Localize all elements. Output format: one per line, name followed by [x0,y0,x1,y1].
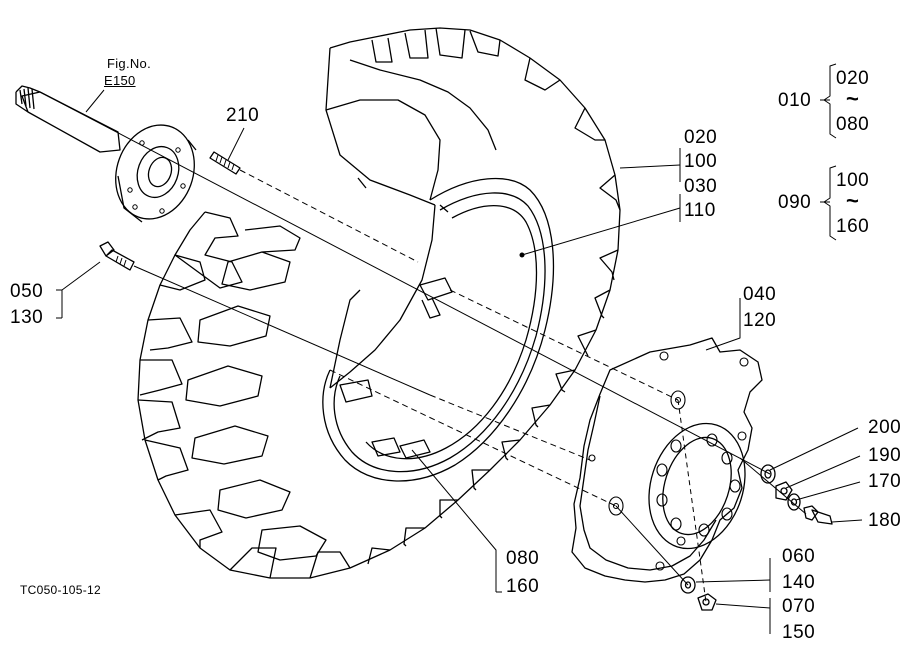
nut-190 [775,481,793,501]
tire-outer-profile [137,27,621,579]
tread-lugs-left [137,211,351,579]
tire-top-lugs [349,29,497,151]
assembly-lines [39,91,807,603]
washer-060 [680,576,696,594]
axle-flange-hub [147,156,173,188]
axle-splines [19,87,35,110]
callout-130: 130 [10,307,44,328]
callout-080: 080 [506,548,540,569]
callout-150: 150 [782,622,816,643]
range-090-from: 100 [836,170,870,191]
tread-inner-blocks [185,225,327,561]
disc-hub-hole [662,436,732,536]
callout-060: 060 [782,546,816,567]
range-010-tilde: ~ [846,86,860,111]
range-010-code: 010 [778,90,812,111]
tread-lugs-right [367,27,621,565]
disc-hub-bolt-holes [656,433,741,537]
washer-170 [787,493,801,511]
callout-140: 140 [782,572,816,593]
callout-050: 050 [10,281,44,302]
stud-bolt [209,151,241,175]
fig-no-label: Fig.No. [107,56,152,71]
callout-160: 160 [506,576,540,597]
wheel-disc [571,337,763,583]
disc-hub-bolt-circle [648,422,746,550]
wheel-bolt [99,241,135,271]
bolt-180 [803,505,833,525]
callout-180: 180 [868,510,902,531]
callout-120: 120 [743,310,777,331]
range-090-code: 090 [778,192,812,213]
rim-clamps [339,277,453,459]
callout-040: 040 [743,284,777,305]
axle-flange-inner [136,145,180,199]
leader-lines [56,89,863,634]
callout-170: 170 [868,471,902,492]
range-010-from: 020 [836,68,870,89]
drawing-code: TC050-105-12 [20,583,101,597]
disc-back-edge [579,395,717,571]
callout-020: 020 [684,127,718,148]
rim-inner-edge [333,192,546,473]
tire-sidewall [329,204,436,389]
hub-fasteners [760,464,833,525]
callout-210: 210 [226,105,260,126]
callout-100: 100 [684,151,718,172]
rear-tire [137,27,621,579]
axle-shaft [15,85,197,223]
washer-200 [760,464,776,484]
range-090-to: 160 [836,216,870,237]
callout-070: 070 [782,596,816,617]
fig-no-value: E150 [104,73,136,88]
axle-flange-outer [115,124,195,220]
callout-110: 110 [684,200,716,221]
rim-weld-lines [357,177,449,213]
range-090-tilde: ~ [846,188,860,213]
axle-flange-rim [117,139,197,223]
disc-rim-holes [588,351,749,571]
axle-shaft-body [15,85,121,153]
nut-070 [697,593,717,611]
callout-200: 200 [868,417,902,438]
callout-190: 190 [868,445,902,466]
disc-outline [571,337,763,583]
rim [322,177,555,482]
range-010-to: 080 [836,114,870,135]
rim-outer-edge [322,177,555,482]
range-brackets [820,63,837,241]
rim-third-edge [365,205,538,460]
tire-upper-body [325,47,441,206]
callout-030: 030 [684,176,718,197]
